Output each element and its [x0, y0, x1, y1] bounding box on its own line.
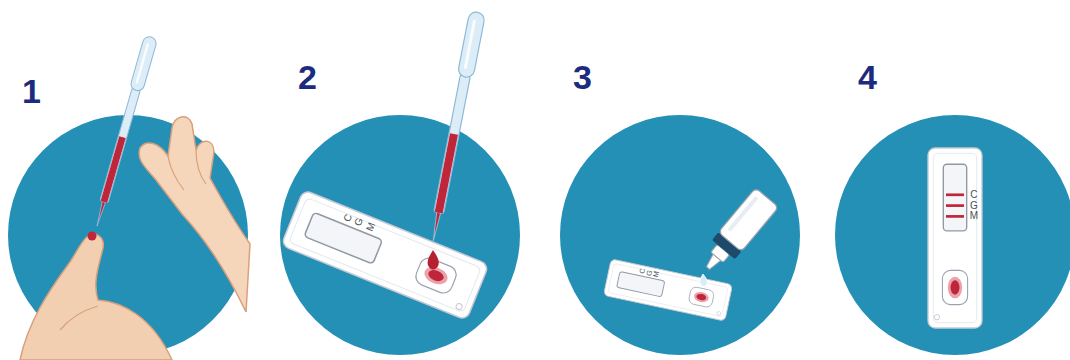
cassette-marking: M	[364, 221, 376, 232]
panel-circle	[835, 115, 1070, 355]
test-cassette	[281, 190, 489, 321]
cassette-marking: G	[970, 201, 978, 211]
buffer-bottle	[697, 188, 779, 278]
cassette-marking: C	[970, 190, 977, 200]
cassette-marking: G	[645, 269, 653, 276]
hands-finger-prick	[20, 35, 250, 360]
panel-circle	[280, 115, 520, 355]
step-number: 1	[22, 74, 41, 108]
test-cassette	[603, 259, 732, 321]
cassette-marking: M	[970, 211, 978, 221]
step-number: 3	[573, 60, 592, 94]
buffer-drop	[700, 274, 707, 286]
step-number: 4	[858, 60, 877, 94]
panel-circle	[560, 115, 800, 355]
step-number: 2	[298, 60, 317, 94]
cassette-marking: C	[638, 268, 646, 274]
pipette	[425, 11, 485, 244]
cassette-marking: M	[652, 271, 660, 278]
cassette-marking: G	[353, 217, 365, 228]
blood-drop	[428, 250, 439, 270]
result-cassette	[928, 148, 982, 328]
